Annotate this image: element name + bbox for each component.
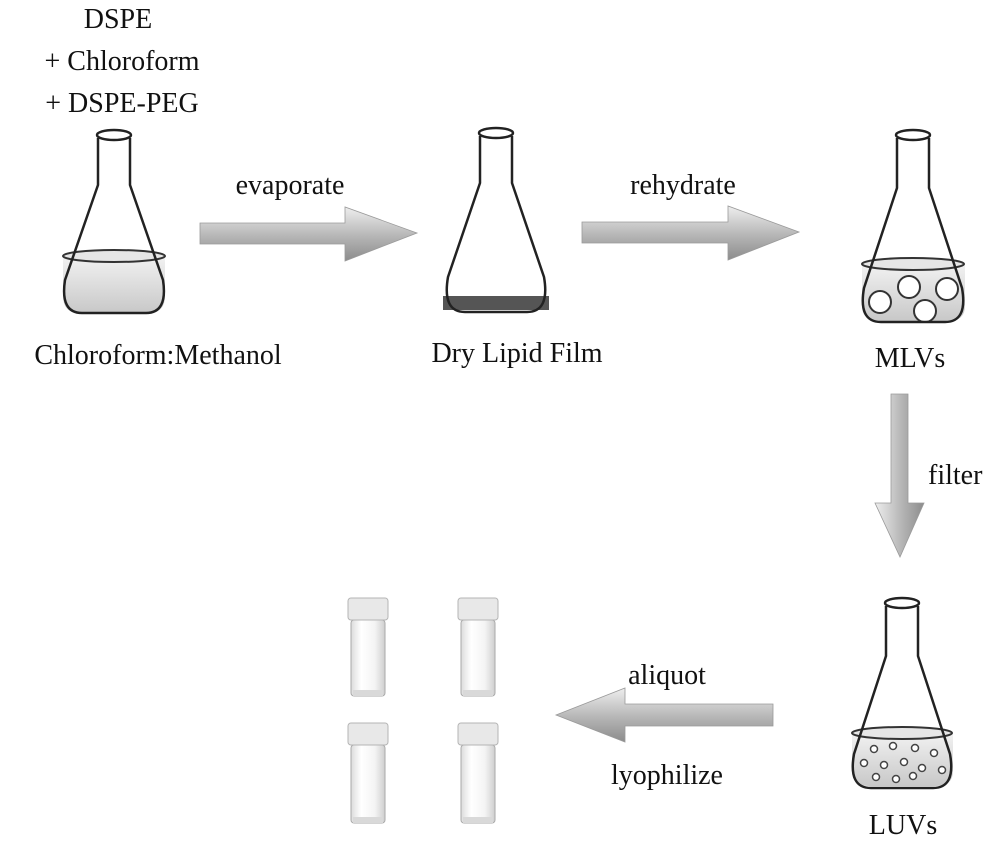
stage-label-dry-film: Dry Lipid Film: [431, 338, 603, 369]
vial: [347, 597, 389, 697]
step-label-filter: filter: [928, 460, 983, 491]
ingredient-dspe-peg: + DSPE-PEG: [45, 88, 199, 119]
arrow-evaporate: [199, 206, 419, 262]
ingredient-dspe: DSPE: [83, 4, 153, 35]
step-label-lyophilize: lyophilize: [611, 760, 723, 791]
arrow-aliquot: [554, 687, 774, 743]
vial: [457, 722, 499, 824]
step-label-rehydrate: rehydrate: [630, 170, 736, 201]
ingredient-chloroform: + Chloroform: [44, 46, 200, 77]
flask-dry-film: [443, 126, 549, 314]
arrow-filter: [874, 393, 925, 558]
step-label-evaporate: evaporate: [235, 170, 345, 201]
arrow-rehydrate: [581, 205, 801, 261]
vial: [347, 722, 389, 824]
stage-label-luvs: LUVs: [868, 810, 938, 841]
step-label-aliquot: aliquot: [628, 660, 706, 691]
vial: [457, 597, 499, 697]
stage-label-solvent: Chloroform:Methanol: [34, 340, 282, 371]
flask-luvs: [851, 596, 953, 790]
flask-mlvs: [861, 128, 965, 324]
flask-solvent: [62, 128, 166, 315]
stage-label-mlvs: MLVs: [874, 343, 946, 374]
